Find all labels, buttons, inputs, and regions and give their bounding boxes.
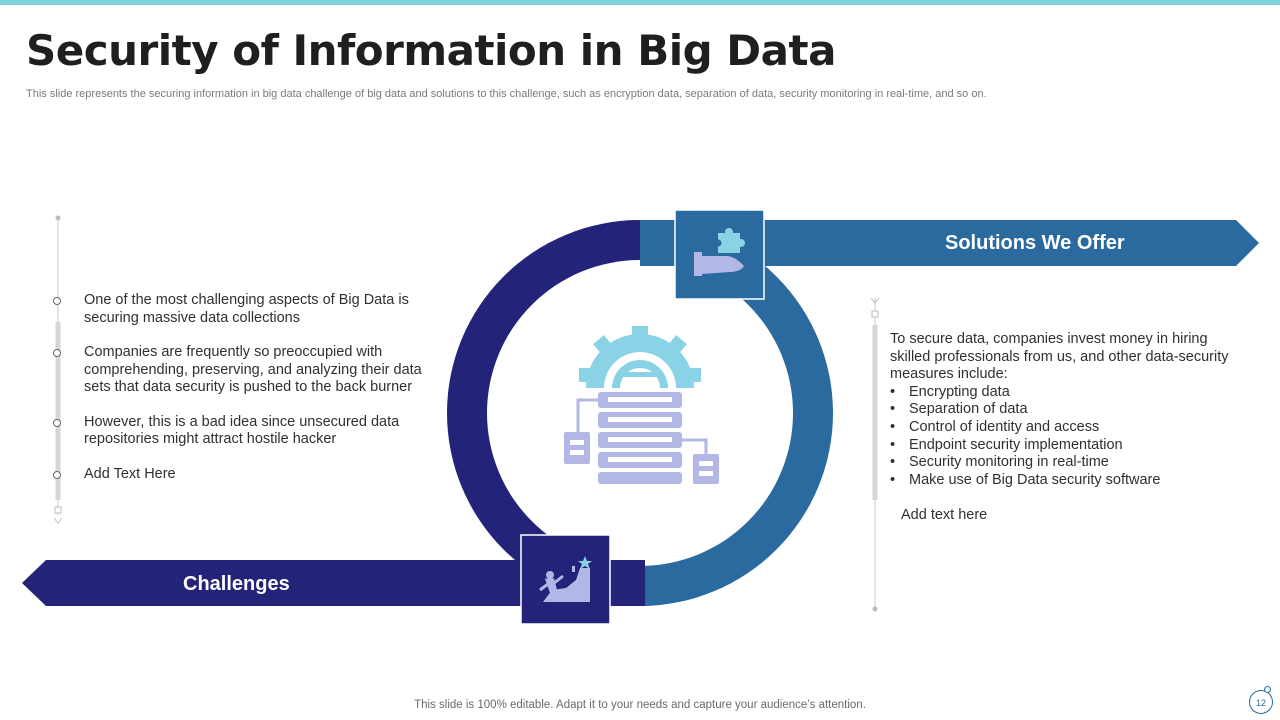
bullet-circle bbox=[53, 297, 61, 305]
ring-left-half bbox=[447, 220, 640, 606]
challenge-item: Add Text Here bbox=[53, 466, 436, 484]
challenges-heading: Challenges bbox=[183, 573, 290, 595]
footer-note: This slide is 100% editable. Adapt it to… bbox=[414, 699, 866, 711]
solutions-bullets: Encrypting data Separation of data Contr… bbox=[890, 384, 1230, 490]
challenge-item: However, this is a bad idea since unsecu… bbox=[53, 414, 436, 449]
puzzle-hand-icon bbox=[674, 209, 765, 300]
page-title: Security of Information in Big Data bbox=[26, 26, 836, 75]
top-accent-bar bbox=[0, 0, 1280, 5]
solution-item: Control of identity and access bbox=[890, 419, 1230, 437]
challenges-banner bbox=[22, 560, 645, 606]
solutions-banner bbox=[640, 220, 1259, 266]
solution-item: Security monitoring in real-time bbox=[890, 454, 1230, 472]
ring-right-half bbox=[640, 220, 833, 606]
climber-goal-icon bbox=[520, 534, 611, 625]
page-number-dot bbox=[1264, 686, 1271, 693]
right-timeline bbox=[870, 297, 880, 612]
server-gear-icon bbox=[564, 326, 719, 484]
bullet-circle bbox=[53, 349, 61, 357]
solutions-list: To secure data, companies invest money i… bbox=[890, 331, 1230, 489]
solution-item: Make use of Big Data security software bbox=[890, 472, 1230, 490]
solutions-intro: To secure data, companies invest money i… bbox=[890, 331, 1229, 383]
solutions-extra-text: Add text here bbox=[901, 507, 988, 523]
page-subtitle: This slide represents the securing infor… bbox=[26, 88, 987, 100]
challenge-item: One of the most challenging aspects of B… bbox=[53, 292, 436, 327]
solution-item: Endpoint security implementation bbox=[890, 437, 1230, 455]
solution-item: Encrypting data bbox=[890, 384, 1230, 402]
challenges-list: One of the most challenging aspects of B… bbox=[53, 292, 436, 500]
page-number: 12 bbox=[1249, 690, 1273, 714]
solutions-heading: Solutions We Offer bbox=[945, 232, 1125, 254]
bullet-circle bbox=[53, 418, 61, 427]
bullet-circle bbox=[53, 470, 61, 479]
solution-item: Separation of data bbox=[890, 401, 1230, 419]
challenge-item: Companies are frequently so preoccupied … bbox=[53, 344, 436, 397]
